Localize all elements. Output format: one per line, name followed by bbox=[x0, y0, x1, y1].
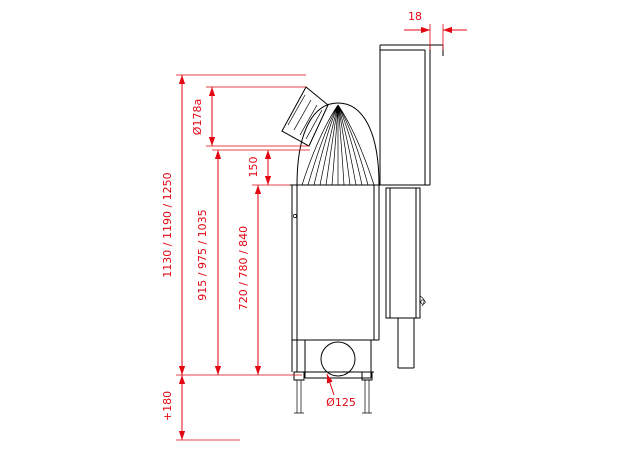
outlet-circle bbox=[320, 341, 356, 377]
firebox-bottom bbox=[292, 339, 379, 373]
rear-unit bbox=[385, 187, 421, 369]
dome-ribs bbox=[301, 104, 375, 186]
dim-top-wall-thickness-label: 18 bbox=[408, 10, 422, 23]
dim-top-wall-thickness: 18 bbox=[404, 10, 467, 50]
rear-unit-latch-pin bbox=[420, 299, 426, 305]
dim-firebox-height-label: 720 / 780 / 840 bbox=[237, 226, 250, 310]
dim-base-extension: +180 bbox=[161, 375, 240, 441]
dim-dome-offset: 150 bbox=[247, 150, 290, 186]
dim-firebox-height: 720 / 780 / 840 bbox=[237, 185, 262, 375]
dim-total-height-label: 1130 / 1190 / 1250 bbox=[161, 172, 174, 277]
flue-spigot-hatch bbox=[287, 94, 323, 140]
dim-outlet-diameter: Ø125 bbox=[326, 373, 356, 409]
dim-dome-offset-label: 150 bbox=[247, 157, 260, 178]
dim-flue-diameter: Ø178a bbox=[191, 86, 309, 147]
dim-base-extension-label: +180 bbox=[161, 391, 174, 421]
dim-flue-diameter-label: Ø178a bbox=[191, 99, 204, 135]
appliance-section bbox=[281, 44, 444, 414]
upper-casing bbox=[379, 44, 444, 185]
dim-connection-height: 915 / 975 / 1035 bbox=[196, 149, 310, 375]
dim-outlet-diameter-label: Ø125 bbox=[326, 396, 356, 409]
flue-spigot bbox=[281, 86, 329, 147]
rear-unit-latch bbox=[419, 295, 425, 307]
dim-connection-height-label: 915 / 975 / 1035 bbox=[196, 209, 209, 300]
dimensions: 1130 / 1190 / 1250 Ø178a 915 / 975 / 103… bbox=[161, 10, 467, 441]
door-handle bbox=[293, 214, 297, 218]
firebox-dome bbox=[296, 102, 380, 186]
foot-right bbox=[361, 371, 373, 414]
foot-left bbox=[293, 371, 305, 414]
dim-total-height: 1130 / 1190 / 1250 bbox=[161, 74, 306, 376]
body-rear-wall bbox=[373, 185, 380, 340]
body-front-wall bbox=[291, 185, 298, 372]
